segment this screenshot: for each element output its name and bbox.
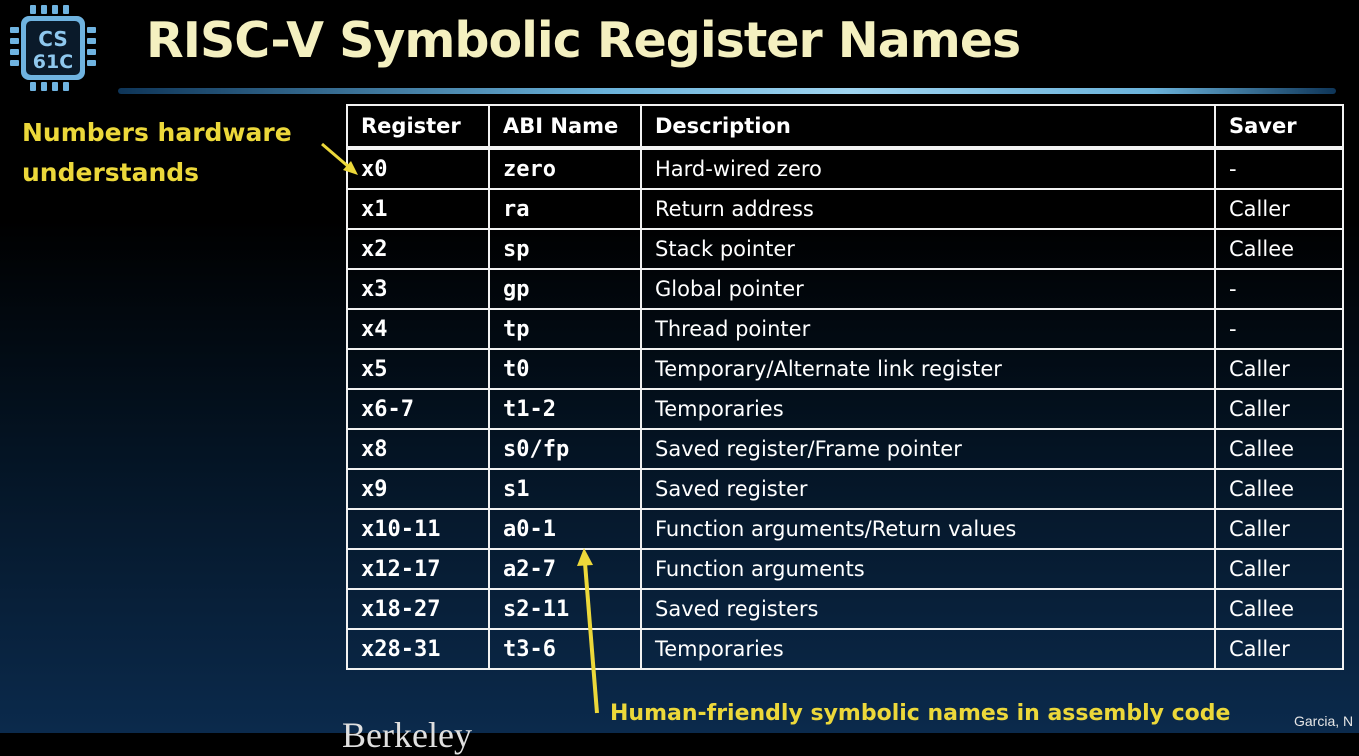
register-cell: x4 [346,308,490,350]
description-cell: Function arguments [640,548,1216,590]
description-cell: Stack pointer [640,228,1216,270]
register-cell: x3 [346,268,490,310]
register-cell: x2 [346,228,490,270]
abi-name-cell: s0/fp [488,428,642,470]
abi-name-cell: t3-6 [488,628,642,670]
abi-name-cell: t1-2 [488,388,642,430]
saver-cell: Caller [1214,388,1344,430]
annotation-line-1: Numbers hardware [22,118,292,147]
abi-name-cell: zero [488,147,642,190]
description-cell: Saved register/Frame pointer [640,428,1216,470]
saver-cell: Caller [1214,188,1344,230]
register-cell: x8 [346,428,490,470]
register-cell: x5 [346,348,490,390]
saver-cell: Caller [1214,348,1344,390]
abi-name-cell: t0 [488,348,642,390]
saver-cell: Caller [1214,628,1344,670]
register-cell: x1 [346,188,490,230]
cs61c-logo: CS 61C [8,3,98,93]
header-register: Register [346,104,490,150]
abi-name-cell: ra [488,188,642,230]
register-cell: x12-17 [346,548,490,590]
saver-cell: Callee [1214,588,1344,630]
register-cell: x0 [346,147,490,190]
abi-name-cell: a2-7 [488,548,642,590]
saver-cell: - [1214,147,1344,190]
abi-name-cell: sp [488,228,642,270]
title-underline [118,88,1336,94]
saver-cell: Callee [1214,228,1344,270]
description-cell: Temporaries [640,628,1216,670]
annotation-symbolic-names: Human-friendly symbolic names in assembl… [610,701,1231,726]
register-cell: x18-27 [346,588,490,630]
logo-text-top: CS [38,27,67,51]
abi-name-cell: s2-11 [488,588,642,630]
header-abi-name: ABI Name [488,104,642,150]
saver-cell: Callee [1214,428,1344,470]
saver-cell: Caller [1214,508,1344,550]
slide-title: RISC-V Symbolic Register Names [146,12,1021,69]
saver-cell: Caller [1214,548,1344,590]
description-cell: Temporaries [640,388,1216,430]
register-cell: x6-7 [346,388,490,430]
description-cell: Return address [640,188,1216,230]
saver-cell: - [1214,308,1344,350]
annotation-line-2: understands [22,158,200,187]
description-cell: Function arguments/Return values [640,508,1216,550]
logo-text-bottom: 61C [33,51,73,73]
description-cell: Saved registers [640,588,1216,630]
saver-cell: - [1214,268,1344,310]
slide-credit: Garcia, N [1294,713,1354,729]
header-saver: Saver [1214,104,1344,150]
annotation-hardware-numbers: Numbers hardware understands [22,113,292,193]
description-cell: Temporary/Alternate link register [640,348,1216,390]
description-cell: Hard-wired zero [640,147,1216,190]
abi-name-cell: s1 [488,468,642,510]
description-cell: Thread pointer [640,308,1216,350]
header-description: Description [640,104,1216,150]
saver-cell: Callee [1214,468,1344,510]
register-cell: x10-11 [346,508,490,550]
partial-footer-text: Berkeley [342,715,472,755]
table-header-row: Register ABI Name Description Saver [346,104,1344,150]
register-cell: x9 [346,468,490,510]
abi-name-cell: a0-1 [488,508,642,550]
abi-name-cell: tp [488,308,642,350]
abi-name-cell: gp [488,268,642,310]
description-cell: Saved register [640,468,1216,510]
register-cell: x28-31 [346,628,490,670]
description-cell: Global pointer [640,268,1216,310]
